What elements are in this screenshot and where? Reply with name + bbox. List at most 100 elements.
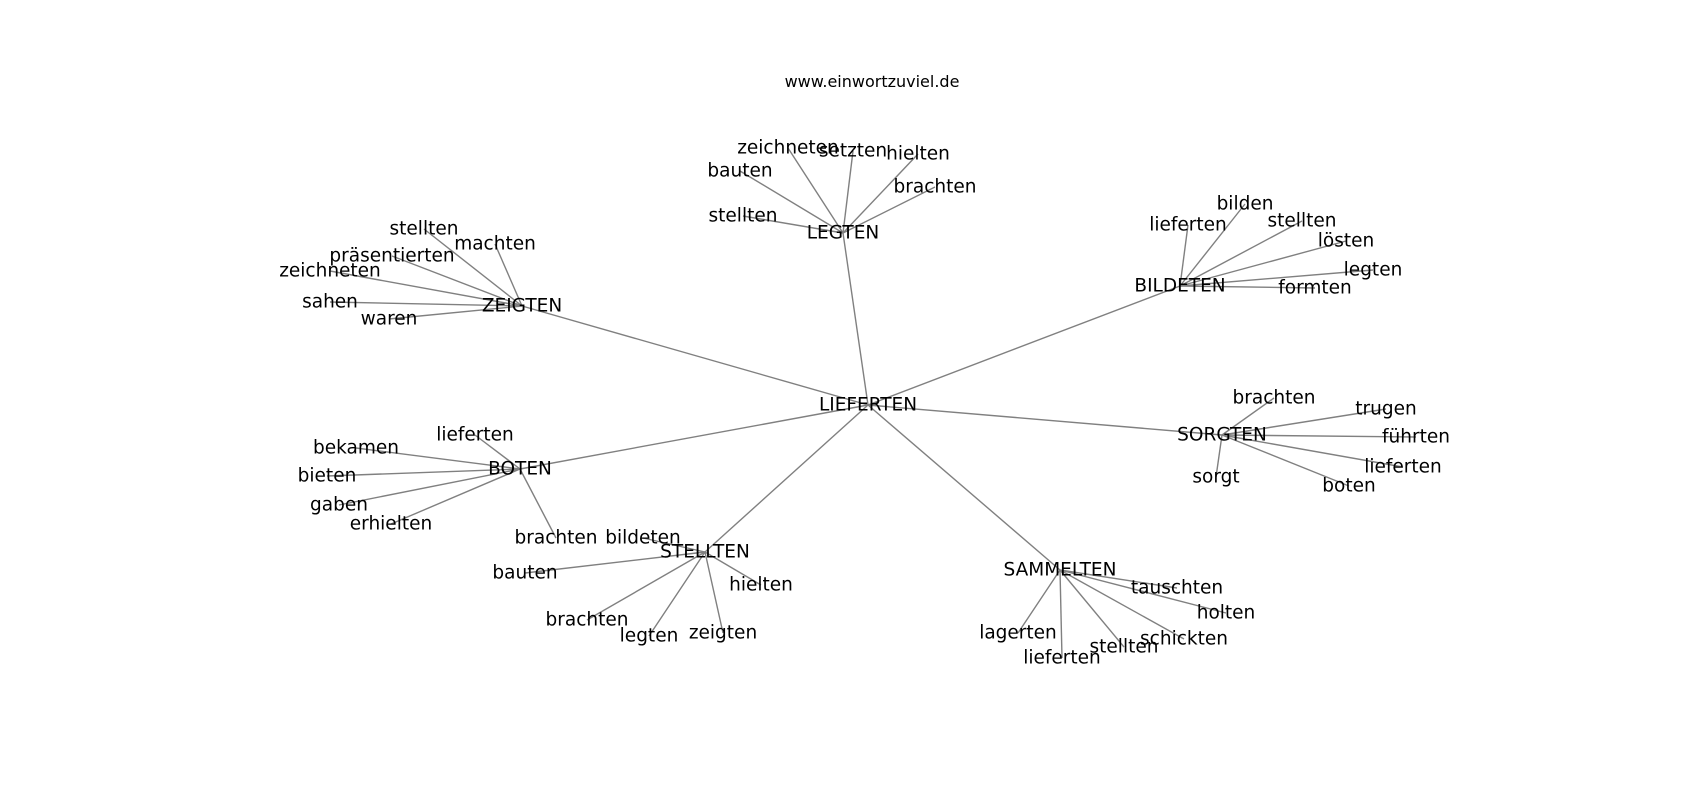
edge-boten-to-leaf: [390, 468, 521, 525]
leaf-node-label: bildeten: [605, 528, 681, 549]
edge-bildeten-to-leaf: [1179, 203, 1246, 287]
leaf-node-label: sorgt: [1192, 467, 1239, 488]
leaf-node-label: legten: [620, 626, 679, 647]
leaf-node-label: präsentierten: [329, 246, 454, 267]
edge-zeigten-to-leaf: [391, 255, 523, 307]
edge-stellten-to-leaf: [586, 551, 706, 621]
leaf-node-label: sahen: [302, 292, 358, 313]
hub-node-label: ZEIGTEN: [482, 296, 562, 317]
leaf-node-label: bekamen: [313, 438, 399, 459]
edge-legten-to-leaf: [842, 153, 919, 234]
edge-zeigten-to-leaf: [329, 270, 523, 307]
leaf-node-label: boten: [1322, 476, 1375, 497]
edge-center-to-sammelten: [867, 404, 1061, 571]
edge-center-to-bildeten: [867, 285, 1181, 406]
edge-zeigten-to-leaf: [388, 305, 523, 320]
edge-legten-to-leaf: [842, 150, 854, 234]
leaf-node-label: schickten: [1140, 629, 1228, 650]
edge-sorgten-to-leaf: [1215, 434, 1223, 478]
leaf-node-label: brachten: [546, 610, 629, 631]
leaf-node-label: brachten: [515, 528, 598, 549]
edge-center-to-legten: [842, 232, 869, 406]
edge-stellten-to-leaf: [704, 551, 762, 586]
center-node-label: LIEFERTEN: [819, 395, 917, 416]
edge-legten-to-leaf: [842, 186, 936, 234]
leaf-node-label: bauten: [707, 161, 772, 182]
edge-center-to-zeigten: [521, 305, 869, 406]
edge-sammelten-to-leaf: [1059, 569, 1178, 589]
edge-legten-to-leaf: [742, 215, 844, 234]
leaf-node-label: hielten: [729, 575, 793, 596]
edge-legten-to-leaf: [739, 170, 844, 234]
leaf-node-label: formten: [1278, 278, 1352, 299]
leaf-node-label: lieferten: [1023, 648, 1101, 669]
edge-sorgten-to-leaf: [1221, 408, 1387, 436]
leaf-node-label: brachten: [1233, 388, 1316, 409]
site-title: www.einwortzuviel.de: [784, 72, 960, 91]
leaf-node-label: bilden: [1217, 194, 1274, 215]
edge-sorgten-to-leaf: [1221, 397, 1275, 436]
edge-legten-to-leaf: [787, 147, 844, 234]
edge-bildeten-to-leaf: [1179, 269, 1374, 287]
leaf-node-label: waren: [361, 309, 418, 330]
leaf-node-label: lieferten: [1149, 215, 1227, 236]
edge-zeigten-to-leaf: [423, 228, 523, 307]
leaf-node-label: bauten: [492, 563, 557, 584]
hub-node-label: BOTEN: [488, 459, 552, 480]
edge-sammelten-to-leaf: [1059, 569, 1227, 614]
leaf-node-label: hielten: [886, 144, 950, 165]
leaf-node-label: lieferten: [436, 425, 514, 446]
edge-zeigten-to-leaf: [329, 301, 523, 307]
leaf-node-label: lagerten: [979, 623, 1057, 644]
leaf-node-label: lieferten: [1364, 457, 1442, 478]
edge-center-to-boten: [519, 404, 869, 470]
leaf-node-label: zeichneten: [279, 261, 381, 282]
leaf-node-label: zeichneten: [737, 138, 839, 159]
leaf-node-label: zeigten: [689, 623, 757, 644]
edge-sorgten-to-leaf: [1221, 434, 1417, 438]
leaf-node-label: tauschten: [1131, 578, 1223, 599]
hub-node-label: STELLTEN: [660, 542, 750, 563]
leaf-node-label: machten: [454, 234, 536, 255]
edge-boten-to-leaf: [355, 447, 521, 470]
edge-sorgten-to-leaf: [1221, 434, 1350, 487]
leaf-node-label: stellten: [1090, 637, 1159, 658]
edge-stellten-to-leaf: [524, 551, 706, 574]
leaf-node-label: stellten: [709, 206, 778, 227]
edge-sammelten-to-leaf: [1017, 569, 1061, 634]
leaf-node-label: bieten: [298, 466, 357, 487]
edge-sorgten-to-leaf: [1221, 434, 1404, 468]
edge-sammelten-to-leaf: [1059, 569, 1185, 640]
leaf-node-label: legten: [1344, 260, 1403, 281]
leaf-node-label: holten: [1197, 603, 1256, 624]
leaf-node-label: trugen: [1355, 399, 1416, 420]
edge-boten-to-leaf: [519, 468, 557, 539]
hub-node-label: BILDETEN: [1134, 276, 1225, 297]
hub-node-label: SAMMELTEN: [1004, 560, 1117, 581]
edge-stellten-to-leaf: [648, 551, 706, 637]
leaf-node-label: stellten: [1268, 211, 1337, 232]
edge-sammelten-to-leaf: [1059, 569, 1125, 648]
edge-sammelten-to-leaf: [1059, 569, 1063, 659]
edge-zeigten-to-leaf: [494, 243, 523, 307]
edge-stellten-to-leaf: [704, 551, 724, 634]
edge-bildeten-to-leaf: [1179, 224, 1189, 287]
leaf-node-label: gaben: [310, 495, 368, 516]
edge-bildeten-to-leaf: [1179, 240, 1347, 287]
leaf-node-label: führten: [1382, 427, 1450, 448]
edge-stellten-to-leaf: [642, 537, 706, 553]
edge-bildeten-to-leaf: [1179, 220, 1303, 287]
leaf-node-label: stellten: [390, 219, 459, 240]
edge-bildeten-to-leaf: [1179, 285, 1316, 289]
leaf-node-label: erhielten: [350, 514, 432, 535]
hub-node-label: LEGTEN: [807, 223, 880, 244]
edge-center-to-stellten: [704, 404, 869, 553]
edge-boten-to-leaf: [474, 434, 521, 470]
edge-center-to-sorgten: [867, 404, 1223, 436]
edge-boten-to-leaf: [338, 468, 521, 506]
leaf-node-label: lösten: [1318, 231, 1374, 252]
edge-boten-to-leaf: [326, 468, 521, 477]
hub-node-label: SORGTEN: [1177, 425, 1267, 446]
leaf-node-label: brachten: [894, 177, 977, 198]
